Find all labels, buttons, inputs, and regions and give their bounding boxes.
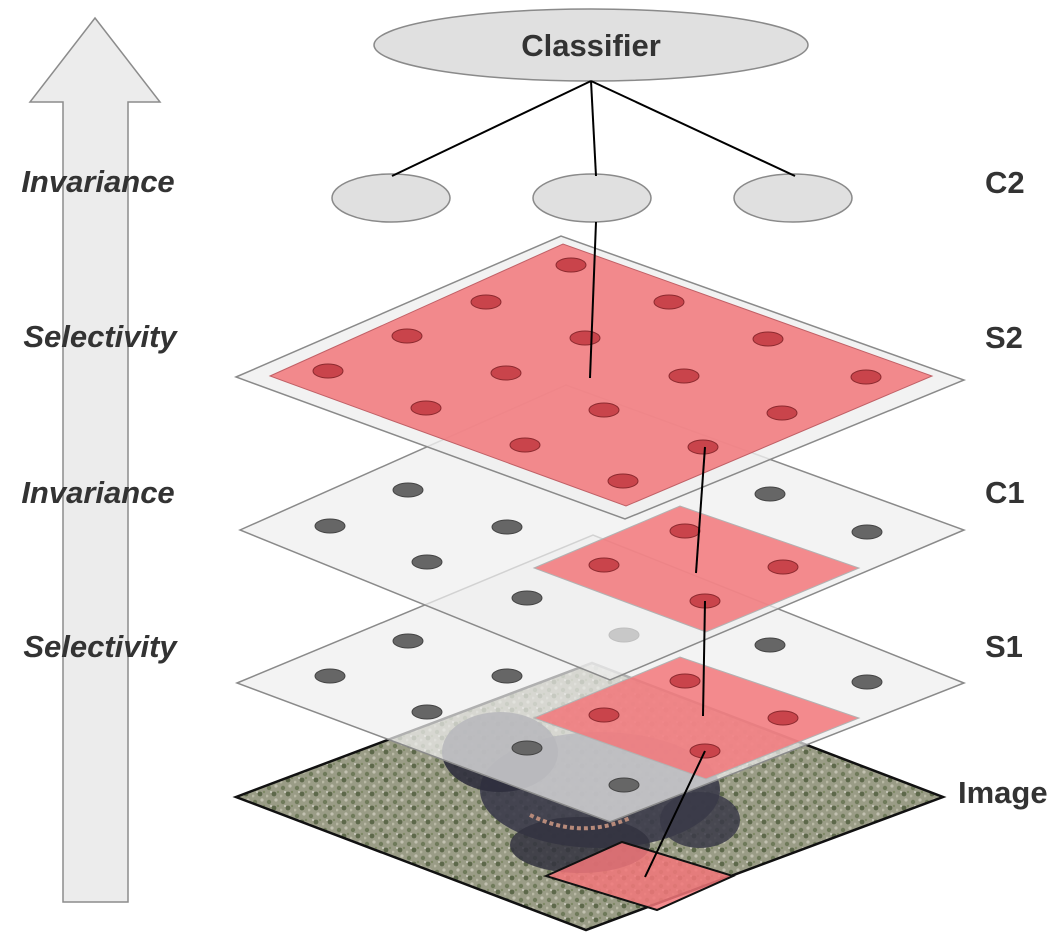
s1-highlight-patch — [532, 656, 861, 780]
side-label-invariance-bottom: Invariance — [21, 475, 174, 510]
layer-label-c1: C1 — [985, 475, 1025, 510]
layer-label-s2: S2 — [985, 320, 1023, 355]
side-label-selectivity-bottom: Selectivity — [23, 629, 178, 664]
hierarchy-arrow — [28, 16, 162, 903]
connection-lines — [391, 80, 796, 878]
layer-label-c2: C2 — [985, 165, 1025, 200]
c2-unit-center — [532, 173, 652, 223]
s2-layer — [233, 235, 967, 520]
c1-red-units — [588, 523, 799, 609]
layer-label-s1: S1 — [985, 629, 1023, 664]
side-label-selectivity-top: Selectivity — [23, 319, 178, 354]
c2-units — [331, 173, 853, 223]
s1-units — [314, 627, 883, 793]
layer-label-image: Image — [958, 775, 1048, 810]
s1-red-units — [588, 673, 799, 759]
s2-highlight-plane — [268, 243, 934, 507]
s2-red-units — [312, 257, 882, 489]
c2-unit-left — [331, 173, 451, 223]
c2-unit-right — [733, 173, 853, 223]
c1-units — [314, 482, 883, 606]
side-label-invariance-top: Invariance — [21, 164, 174, 199]
classifier-label: Classifier — [521, 28, 661, 63]
image-receptive-patch — [543, 840, 736, 912]
